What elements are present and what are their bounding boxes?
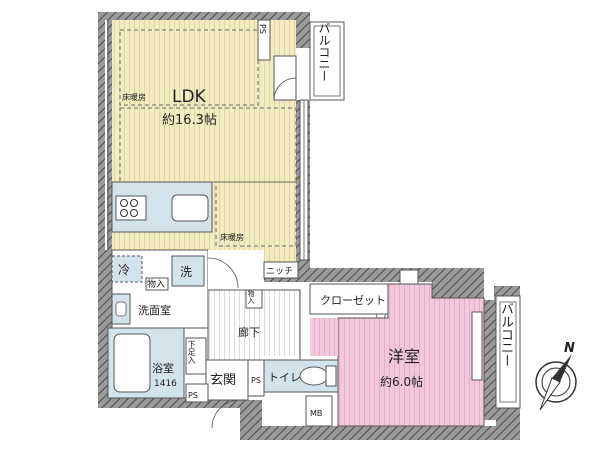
ldk-floor-heating-label: 床暖房 <box>122 92 146 102</box>
ps-mid-label: PS <box>251 376 261 385</box>
ldk-label: LDK <box>172 87 207 107</box>
washer-label: 洗 <box>180 265 192 279</box>
niche-label: ニッチ <box>266 266 293 277</box>
corridor-label: 廊下 <box>238 325 260 339</box>
balcony-top <box>309 21 345 101</box>
entrance-label: 玄関 <box>210 373 236 388</box>
compass-north-label: N <box>564 341 575 356</box>
top-ps-area <box>257 19 297 101</box>
closet-label: クローゼット <box>320 294 386 307</box>
western-label: 洋室 <box>388 347 420 366</box>
ldk-size-label: 約16.3帖 <box>162 113 217 128</box>
storage2-label: 物入 <box>247 290 255 304</box>
entrance-area <box>185 337 265 429</box>
closet <box>309 283 389 328</box>
kitchen-counter <box>111 181 213 233</box>
ldk-window <box>299 99 309 261</box>
western-room <box>310 269 485 427</box>
ldk-floor-heating-label-2: 床暖房 <box>220 232 244 242</box>
wet-area <box>111 249 209 329</box>
mb-box <box>305 395 333 427</box>
storage1-label: 物入 <box>147 278 165 290</box>
toilet-label: トイレ <box>268 371 301 384</box>
western-size-label: 約6.0帖 <box>380 374 423 389</box>
fridge-label: 冷 <box>118 263 130 277</box>
compass-icon <box>535 354 577 411</box>
ps-top-label: PS <box>258 24 267 34</box>
shoe-label: 下足入 <box>187 340 196 364</box>
bath-size-label: 1416 <box>154 379 177 389</box>
balcony-right-label: バルコニー <box>498 302 513 367</box>
ps-bottom-label: PS <box>188 391 198 400</box>
washroom-label: 洗面室 <box>138 303 171 317</box>
bathroom <box>107 327 209 399</box>
bath-label: 浴室 <box>152 361 174 375</box>
mb-label: MB <box>310 409 322 418</box>
corridor <box>207 250 301 361</box>
balcony-right <box>495 295 521 409</box>
balcony-top-label: バルコニー <box>317 22 331 82</box>
